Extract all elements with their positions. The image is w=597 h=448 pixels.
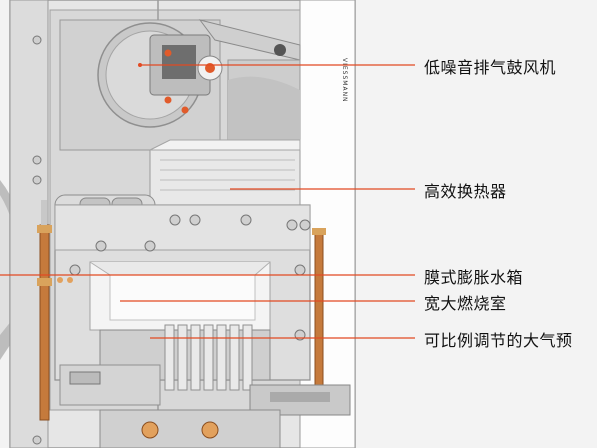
callout-burner: 可比例调节的大气预 [424,331,573,350]
callout-combustion-chamber: 宽大燃烧室 [424,294,507,313]
copper-pipe-left [39,224,50,421]
callout-heat-exchanger: 高效换热器 [424,182,507,201]
callout-fan: 低噪音排气鼓风机 [424,58,557,77]
callout-expansion-tank: 膜式膨胀水箱 [424,268,524,287]
heat-exchanger-block [149,149,301,206]
leader-lines [0,64,415,339]
brand-vertical-text: VIESSMANN [341,58,348,103]
